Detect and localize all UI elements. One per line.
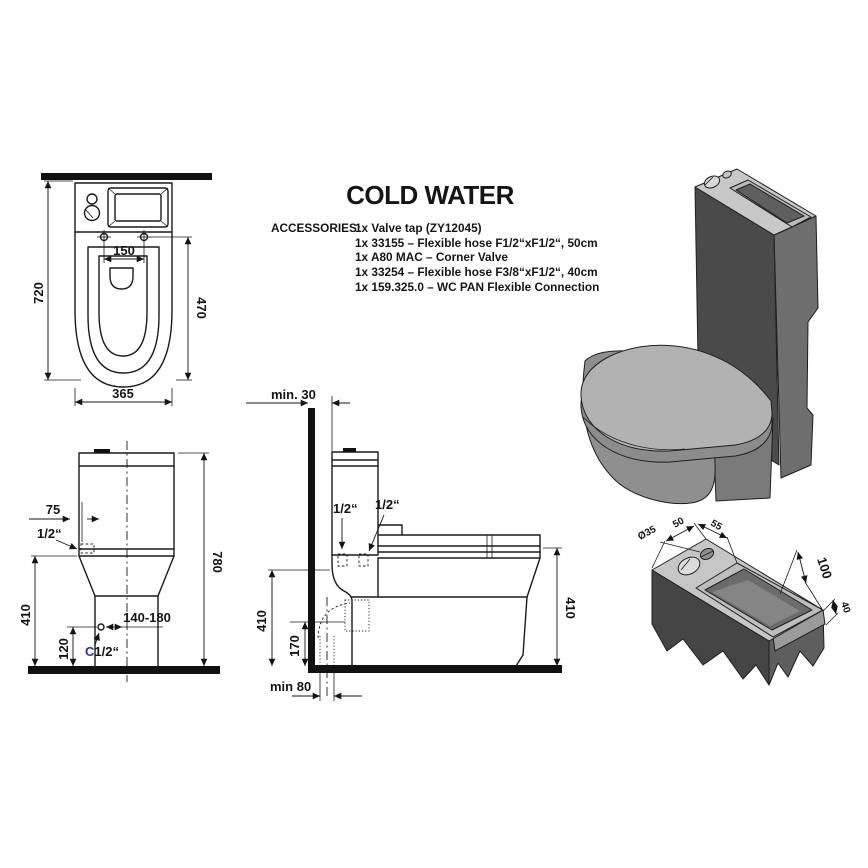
basin-frame [107, 187, 169, 228]
seat-profile [377, 534, 541, 559]
dim-label-rear-height: 410 [254, 610, 269, 632]
front-dimensions: 75 1/2“ 410 120 140-180 C1/2“ 780 [18, 452, 225, 667]
render-seat-lid [580, 344, 773, 452]
dim-label-tap-b: 55 [709, 518, 724, 533]
bowl-inner [98, 255, 148, 357]
rear-profile [331, 554, 353, 667]
wall [308, 408, 315, 668]
flush-button [343, 448, 356, 452]
inlet-shape [109, 267, 134, 290]
dim-label-depth: 720 [31, 282, 46, 304]
accessory-item: 1x Valve tap (ZY12045) [355, 221, 482, 235]
hose-hole-right [358, 553, 369, 567]
detail-tap-and-button [677, 547, 715, 576]
detail-3d-basin: Ø35 50 55 100 40 [636, 515, 852, 686]
dim-label-rim-height: 40 [838, 601, 852, 615]
accessory-item: 1x A80 MAC – Corner Valve [355, 250, 508, 265]
side-toilet-outline [317, 396, 541, 697]
hidden-outlet-pipe [317, 597, 370, 697]
dim-label-inlet-height: 120 [56, 638, 71, 660]
cistern-step [377, 524, 403, 536]
dim-label-wall-gap: min. 30 [271, 387, 316, 402]
flush-button [83, 204, 101, 222]
accessory-item: 1x 159.325.0 – WC PAN Flexible Connectio… [355, 279, 600, 294]
dim-label-seat-height: 410 [563, 597, 578, 619]
mounting-holes [97, 230, 151, 244]
seat-outline [87, 246, 160, 374]
side-view: min. 30 1/2“ 1/2“ 410 170 min 80 410 [246, 387, 578, 701]
detail-basin [695, 562, 824, 638]
plan-view: 720 470 150 365 [31, 173, 212, 406]
render-bowl [580, 344, 774, 505]
inlet-connection-label: C1/2“ [85, 644, 119, 659]
hose-hole-left [337, 553, 348, 567]
dim-label-width: 365 [112, 386, 134, 401]
dim-label-tap-offset: 75 [46, 502, 60, 517]
dim-label-tap-a: 50 [671, 515, 686, 530]
plan-toilet-outline [74, 182, 173, 388]
dim-label-basin-width: 100 [814, 555, 835, 580]
dim-label-hose-right: 1/2“ [375, 497, 400, 512]
floor [28, 666, 220, 674]
dim-label-tap-hole: Ø35 [636, 524, 658, 543]
tap-hole-hidden [80, 543, 95, 554]
page-title: COLD WATER [346, 180, 514, 210]
tap-hole [86, 193, 98, 205]
dim-label-inlet-range: 140-180 [123, 610, 171, 625]
dim-label-hole-spacing: 150 [113, 243, 135, 258]
accessories-items: 1x Valve tap (ZY12045) 1x 33155 – Flexib… [355, 221, 599, 295]
dim-label-total-height: 780 [210, 551, 225, 573]
render-3d-toilet [580, 168, 819, 505]
floor [308, 665, 562, 673]
front-toilet-outline [78, 441, 175, 682]
dim-label-outlet-gap: min 80 [270, 679, 311, 694]
water-inlet [97, 623, 105, 631]
dim-label-outlet-height: 170 [287, 635, 302, 657]
render-tap-and-button [703, 170, 732, 189]
dim-label-tap-size: 1/2“ [37, 526, 62, 541]
dim-label-hole-front: 470 [194, 297, 209, 319]
accessory-item: 1x 33254 – Flexible hose F3/8“xF1/2“, 40… [355, 265, 598, 280]
dim-label-hose-left: 1/2“ [333, 501, 358, 516]
dim-label-cistern-height: 410 [18, 604, 33, 626]
front-view: 75 1/2“ 410 120 140-180 C1/2“ 780 [18, 441, 225, 682]
accessories-label: ACCESSORIES: [271, 221, 361, 235]
plan-wall [41, 173, 212, 180]
plan-dimensions: 720 470 150 365 [31, 180, 209, 406]
accessory-item: 1x 33155 – Flexible hose F1/2“xF1/2“, 50… [355, 235, 598, 250]
render-basin [729, 179, 812, 228]
flush-button [94, 449, 110, 453]
accessories-list: ACCESSORIES: 1x Valve tap (ZY12045) 1x 3… [271, 221, 599, 295]
side-dimensions: min. 30 1/2“ 1/2“ 410 170 min 80 410 [246, 387, 578, 701]
